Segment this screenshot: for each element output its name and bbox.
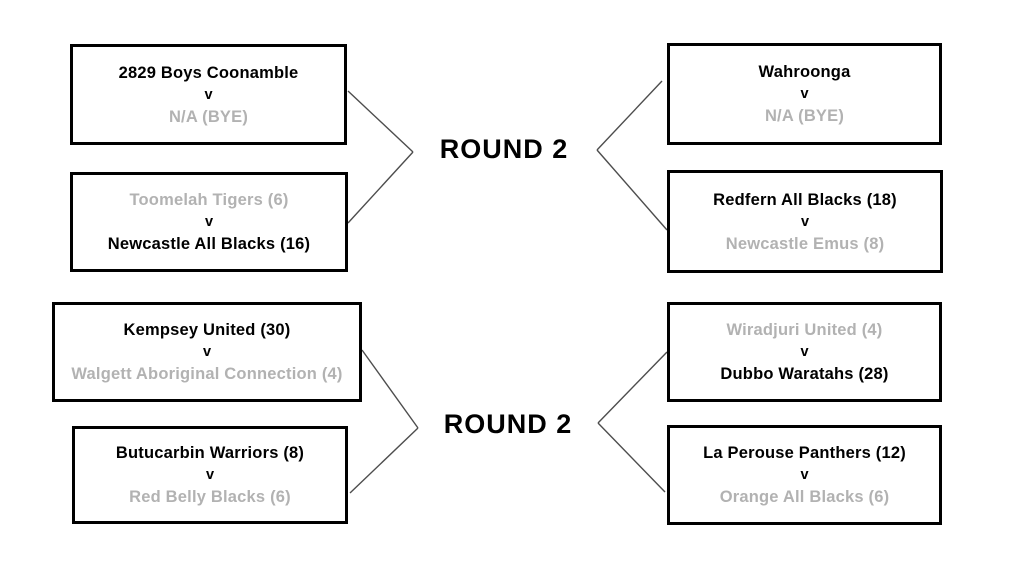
connector-line [596, 80, 663, 151]
versus-label: v [800, 344, 809, 360]
connector-line [347, 90, 414, 153]
team-name: Walgett Aboriginal Connection (4) [71, 365, 343, 383]
match-box: La Perouse Panthers (12) v Orange All Bl… [667, 425, 942, 525]
match-box: Kempsey United (30) v Walgett Aboriginal… [52, 302, 362, 402]
versus-label: v [204, 214, 214, 230]
connector-line [349, 427, 419, 494]
connector-line [597, 422, 666, 493]
versus-label: v [800, 86, 809, 102]
team-name: Butucarbin Warriors (8) [115, 444, 305, 462]
match-box: Butucarbin Warriors (8) v Red Belly Blac… [72, 426, 348, 524]
versus-label: v [204, 86, 213, 103]
team-name: N/A (BYE) [764, 107, 845, 125]
connector-line [597, 351, 668, 424]
team-name: Orange All Blacks (6) [719, 488, 890, 506]
team-name: Wahroonga [758, 63, 851, 81]
match-box: Redfern All Blacks (18) v Newcastle Emus… [667, 170, 943, 273]
versus-label: v [205, 467, 215, 483]
team-name: La Perouse Panthers (12) [703, 444, 906, 462]
team-name: Redfern All Blacks (18) [713, 190, 897, 209]
team-name: Dubbo Waratahs (28) [720, 365, 889, 383]
team-name: Red Belly Blacks (6) [129, 488, 291, 506]
team-name: Kempsey United (30) [123, 321, 291, 339]
versus-label: v [202, 344, 212, 360]
versus-label: v [800, 467, 809, 483]
connector-line [347, 151, 414, 224]
round-label: ROUND 2 [439, 134, 569, 164]
team-name: 2829 Boys Coonamble [118, 63, 299, 82]
connector-line [596, 149, 668, 231]
team-name: Wiradjuri United (4) [726, 321, 883, 339]
match-box: 2829 Boys Coonamble v N/A (BYE) [70, 44, 347, 145]
match-box: Toomelah Tigers (6) v Newcastle All Blac… [70, 172, 348, 272]
match-box: Wiradjuri United (4) v Dubbo Waratahs (2… [667, 302, 942, 402]
connector-line [361, 349, 419, 429]
match-box: Wahroonga v N/A (BYE) [667, 43, 942, 145]
versus-label: v [800, 213, 810, 230]
team-name: Newcastle All Blacks (16) [107, 235, 311, 253]
team-name: N/A (BYE) [168, 107, 249, 126]
round-label: ROUND 2 [443, 409, 573, 439]
team-name: Toomelah Tigers (6) [129, 191, 289, 209]
team-name: Newcastle Emus (8) [725, 234, 885, 253]
